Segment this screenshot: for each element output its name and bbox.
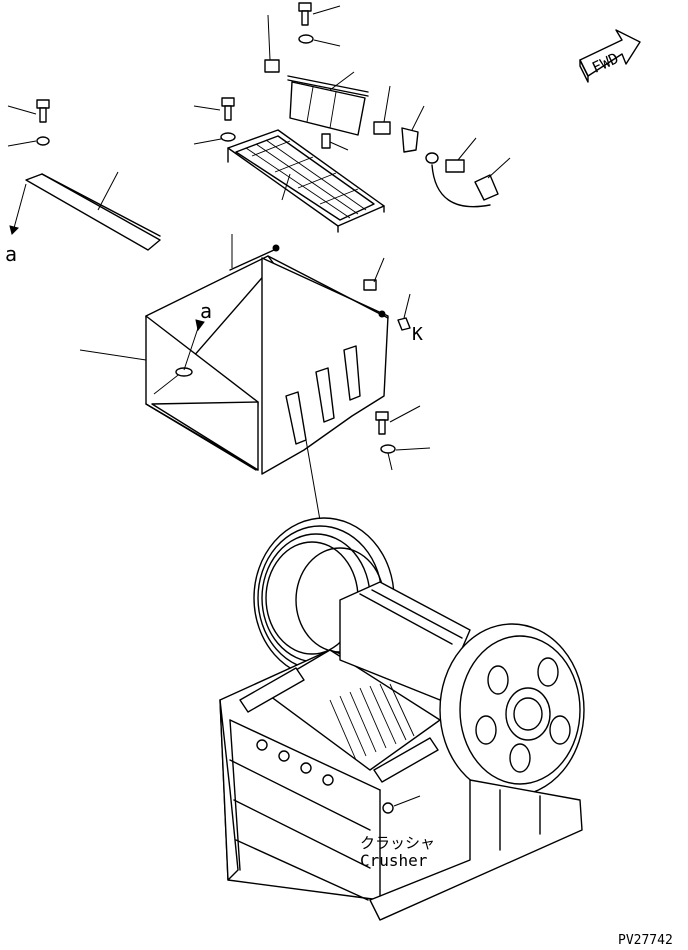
hopper-pin: [363, 257, 385, 291]
lower-bolt: [375, 405, 421, 435]
mid-bolt: [193, 97, 235, 121]
top-bolt: [298, 2, 341, 26]
lower-washer: [380, 444, 431, 471]
grizzly-screen: [227, 129, 385, 233]
ref-a-hopper-label: a: [200, 299, 212, 323]
top-washer: [298, 34, 341, 47]
crusher-label-jp: クラッシャ: [360, 834, 435, 852]
crusher-label-en: Crusher: [360, 851, 428, 870]
spray-pipe-assembly: [264, 14, 369, 151]
side-rail: [9, 171, 161, 251]
mid-washer: [193, 132, 236, 145]
hopper: [79, 234, 389, 475]
nozzle-fitting: [373, 85, 425, 153]
hopper-nut: [397, 293, 411, 331]
fwd-arrow-icon: FWD: [579, 29, 641, 83]
ref-a-left-label: a: [5, 242, 17, 266]
left-bolt: [7, 99, 50, 123]
ref-k-label: K: [412, 324, 423, 345]
drawing-number: PV27742: [618, 933, 673, 948]
crusher: [219, 517, 585, 921]
hose-assembly: [425, 137, 511, 208]
left-washer: [7, 136, 50, 147]
